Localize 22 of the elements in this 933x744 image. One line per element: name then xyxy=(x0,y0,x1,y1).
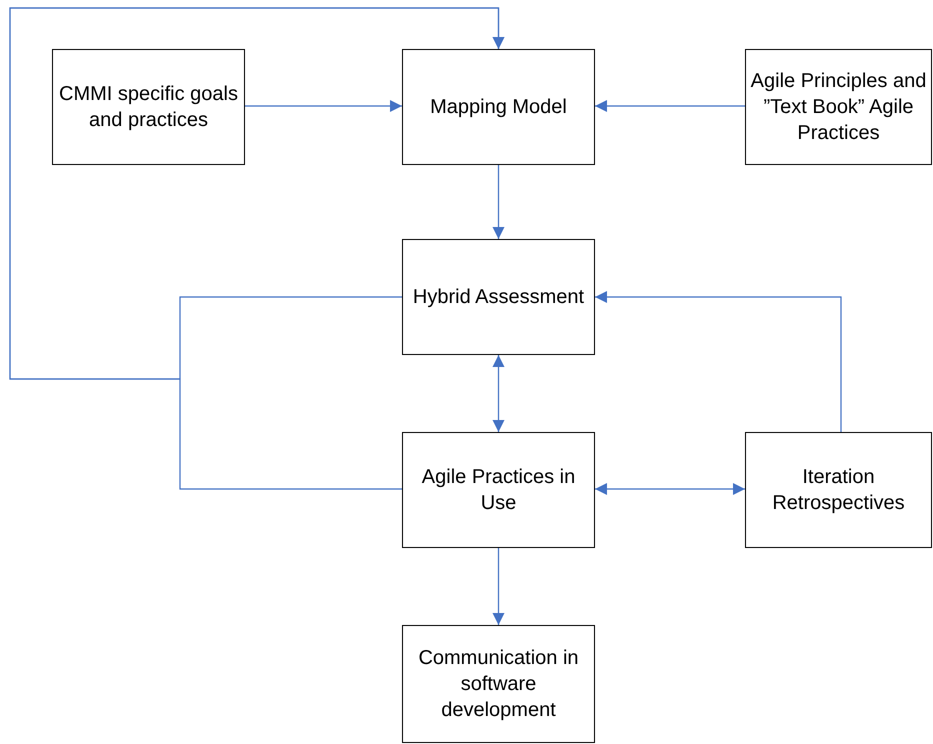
process-box xyxy=(402,49,595,165)
box-label: Agile Practices in Use xyxy=(420,465,576,516)
arrow xyxy=(595,483,745,495)
process-box xyxy=(745,432,932,548)
arrow xyxy=(595,291,842,432)
box-label: Iteration Retrospectives xyxy=(771,465,906,516)
arrow xyxy=(9,7,504,490)
process-box xyxy=(745,49,932,165)
process-box xyxy=(402,239,595,355)
arrow xyxy=(245,100,402,112)
arrow xyxy=(595,100,745,112)
box-label: Hybrid Assessment xyxy=(412,285,584,310)
arrow xyxy=(492,355,504,432)
process-box xyxy=(52,49,245,165)
box-label: CMMI specific goals and practices xyxy=(58,82,239,133)
process-box xyxy=(402,432,595,548)
arrow xyxy=(492,165,504,239)
arrow xyxy=(492,548,504,625)
process-box xyxy=(402,625,595,743)
box-label: Communication in software development xyxy=(417,646,580,723)
box-label: Mapping Model xyxy=(430,95,567,120)
box-label: Agile Principles and ”Text Book” Agile Practices xyxy=(750,69,927,146)
